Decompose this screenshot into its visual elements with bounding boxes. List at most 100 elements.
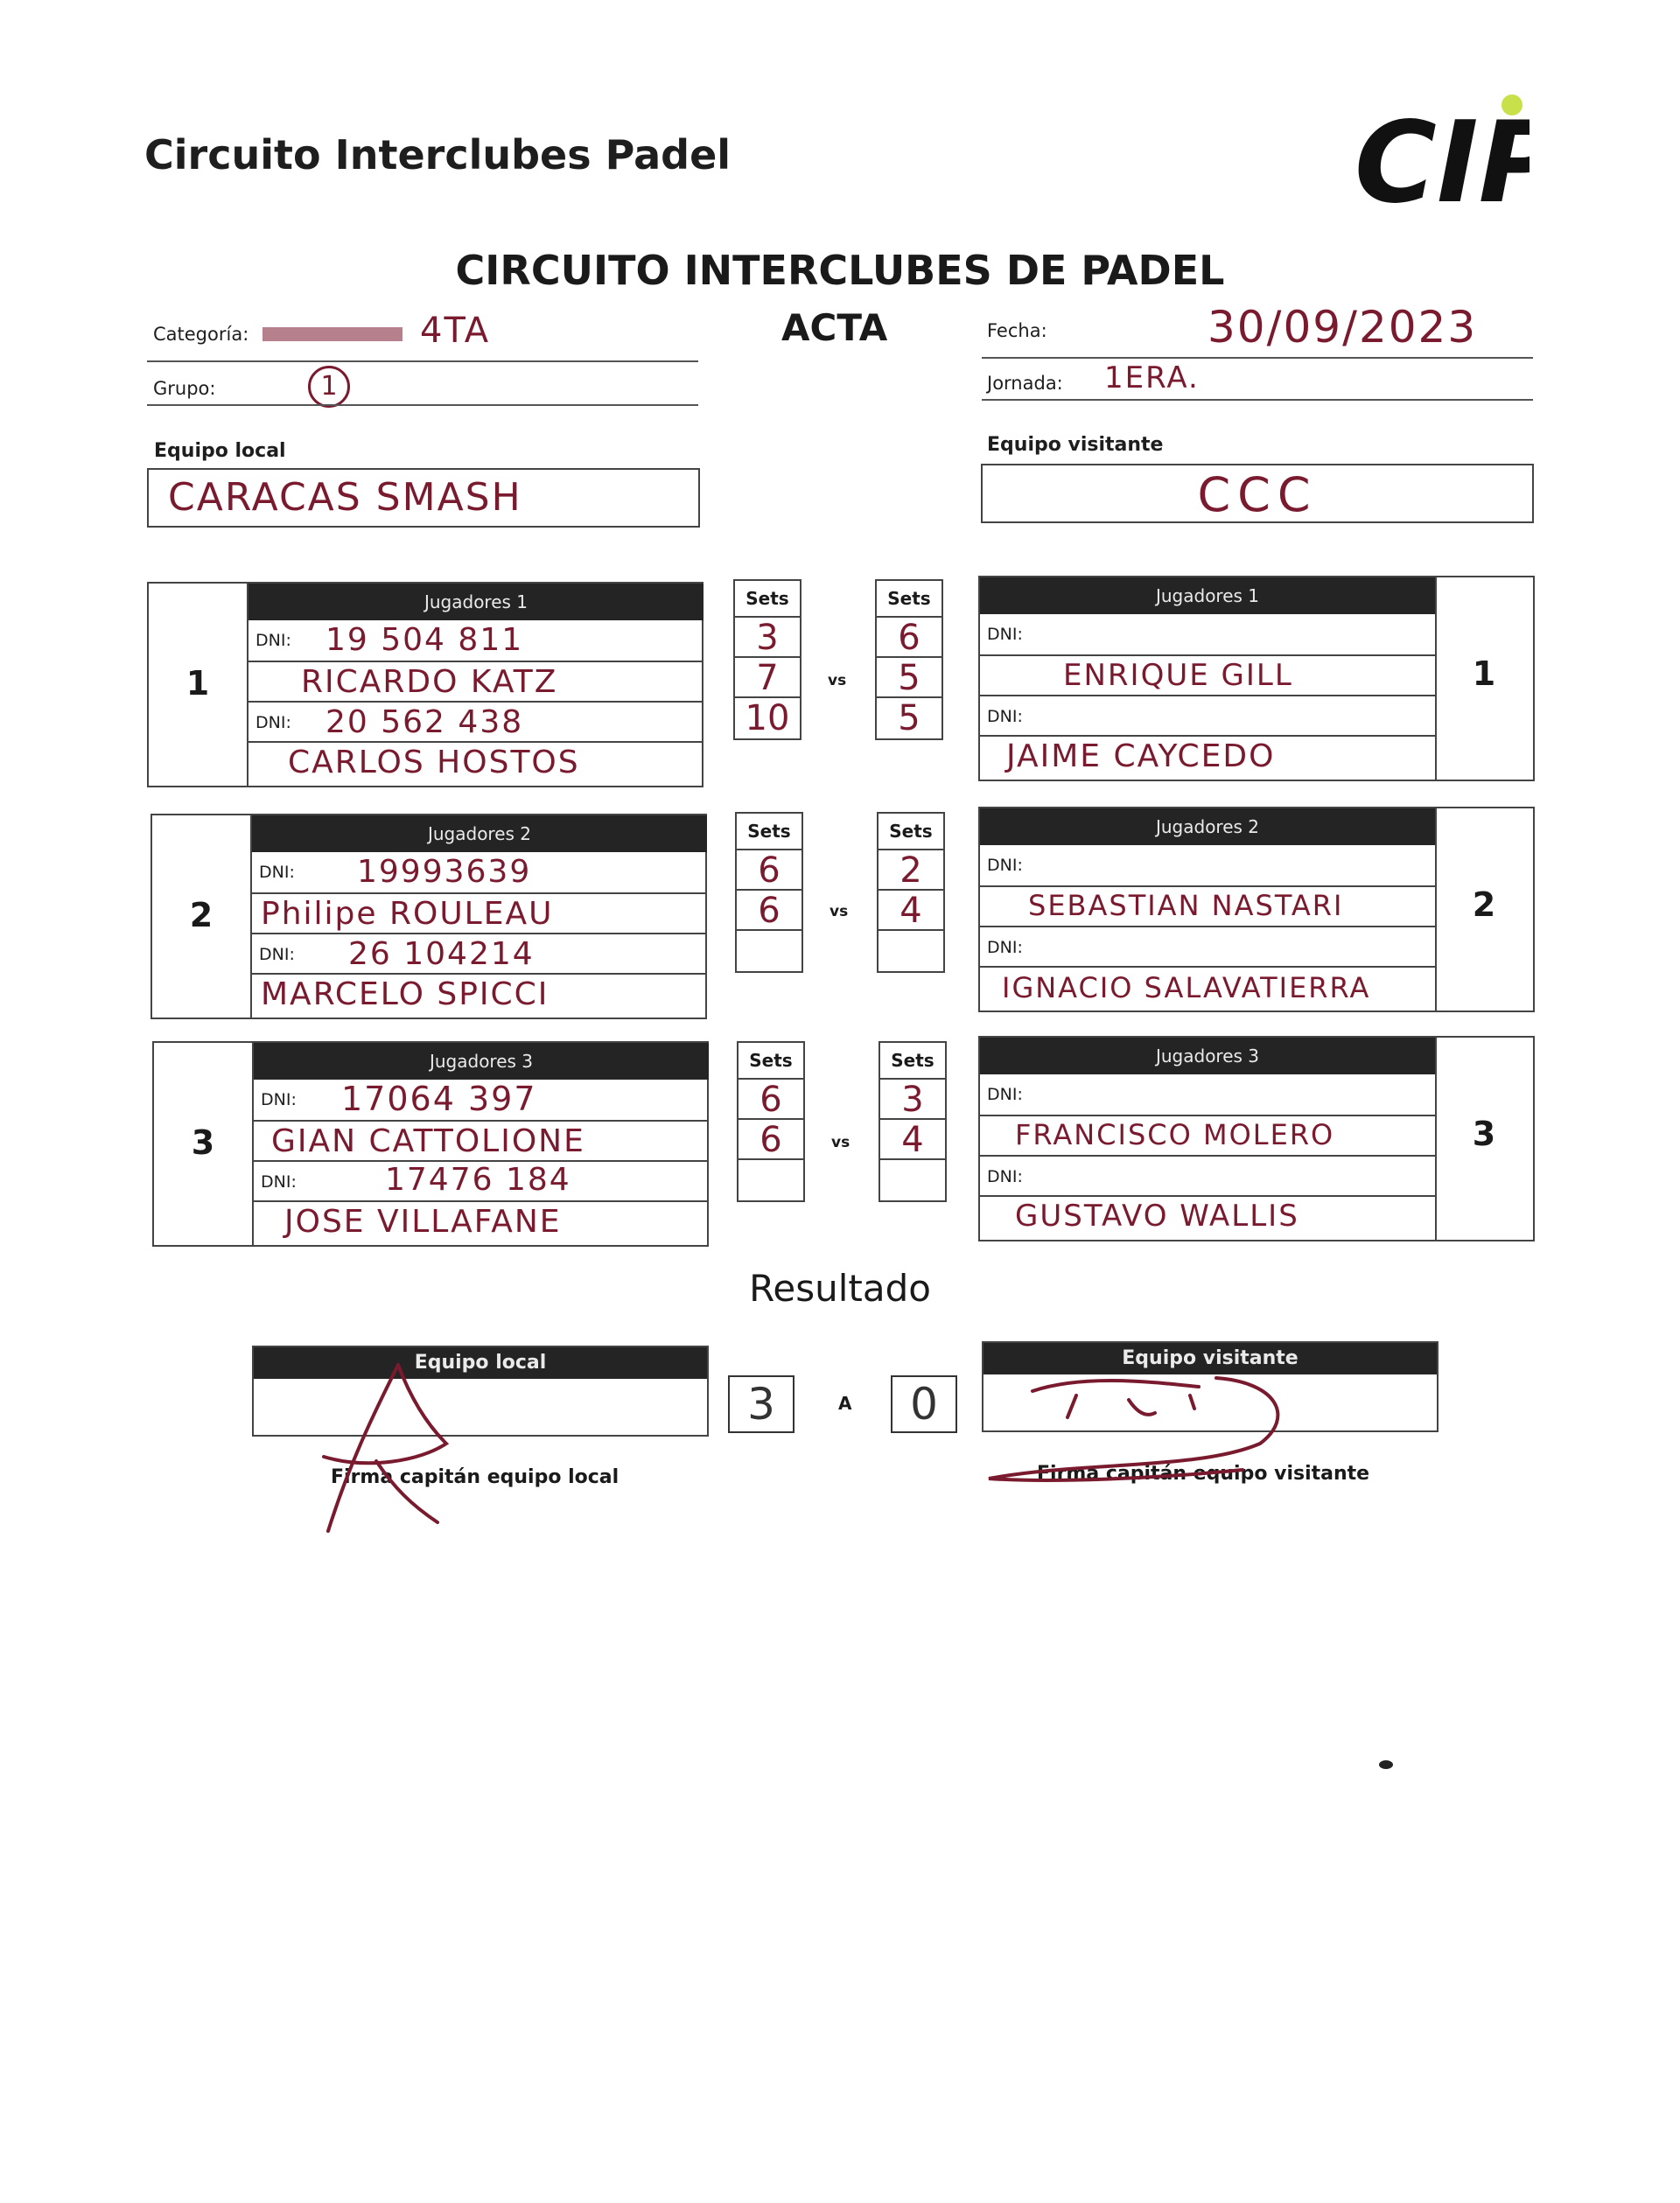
tennis-ball-icon <box>1502 94 1522 115</box>
score-visit: 0 <box>891 1375 957 1433</box>
dni-value: 19 504 811 <box>326 622 524 658</box>
dni-value: 17064 397 <box>341 1080 537 1118</box>
set-score: 6 <box>877 618 942 658</box>
set-score <box>880 1160 945 1200</box>
match-2-local-sets: Sets 6 6 <box>735 812 803 973</box>
set-score <box>878 931 943 971</box>
player-name: RICARDO KATZ <box>301 664 558 700</box>
player-name: ENRIQUE GILL <box>1063 658 1293 693</box>
vs-label: vs <box>831 1134 850 1151</box>
set-score: 3 <box>735 618 800 658</box>
match-3-visit-sets: Sets 3 4 <box>878 1041 947 1202</box>
player-name: CARLOS HOSTOS <box>288 745 580 780</box>
dni-label: DNI: <box>259 863 295 882</box>
grupo-line <box>147 404 698 406</box>
sets-header: Sets <box>738 1043 803 1080</box>
jornada-label: Jornada: <box>987 373 1063 394</box>
dni-value: 20 562 438 <box>326 704 524 740</box>
dni-label: DNI: <box>261 1172 297 1192</box>
dni-label: DNI: <box>987 1085 1023 1104</box>
set-score: 2 <box>878 850 943 891</box>
match-1-visit-sets: Sets 6 5 5 <box>875 579 943 740</box>
resultado-title: Resultado <box>749 1267 931 1310</box>
equipo-visitante-label: Equipo visitante <box>987 434 1164 456</box>
match-2-local-block: 2 Jugadores 2 DNI:19993639 Philipe ROULE… <box>150 814 707 1019</box>
dni-label: DNI: <box>261 1090 297 1109</box>
categoria-value: 4TA <box>420 311 491 351</box>
match-2-visit-sets: Sets 2 4 <box>877 812 945 973</box>
jornada-line <box>982 399 1533 401</box>
firma-visit-box: Equipo visitante <box>982 1341 1438 1432</box>
dni-label: DNI: <box>256 631 291 650</box>
categoria-line <box>147 360 698 362</box>
jornada-value: 1ERA. <box>1104 360 1200 395</box>
grupo-value: 1 <box>308 366 350 408</box>
match-2-visit-block: Jugadores 2 DNI: SEBASTIAN NASTARI DNI: … <box>978 807 1535 1012</box>
vs-label: vs <box>828 672 847 689</box>
dni-label: DNI: <box>987 625 1023 644</box>
document-subtitle: ACTA <box>781 306 888 349</box>
fecha-label: Fecha: <box>987 320 1047 341</box>
jugadores-header: Jugadores 3 <box>980 1038 1435 1074</box>
firma-visit-signature <box>988 1376 1280 1482</box>
player-name: MARCELO SPICCI <box>261 976 550 1012</box>
player-name: SEBASTIAN NASTARI <box>1028 889 1344 922</box>
set-score: 10 <box>745 698 790 738</box>
set-score: 3 <box>880 1080 945 1120</box>
match-number: 2 <box>1472 885 1496 924</box>
set-score: 5 <box>877 658 942 698</box>
brand-title: Circuito Interclubes Padel <box>144 131 732 178</box>
jugadores-header: Jugadores 1 <box>248 584 704 620</box>
sets-header: Sets <box>878 814 943 850</box>
firma-local-label: Firma capitán equipo local <box>331 1466 620 1488</box>
set-score <box>738 1160 803 1200</box>
match-1-local-block: 1 Jugadores 1 DNI: 19 504 811 RICARDO KAT… <box>147 582 704 787</box>
dni-label: DNI: <box>987 1167 1023 1186</box>
fecha-line <box>982 357 1533 359</box>
dni-label: DNI: <box>987 938 1023 957</box>
set-score: 6 <box>737 850 802 891</box>
match-number: 3 <box>1472 1115 1496 1153</box>
set-score: 4 <box>878 891 943 931</box>
dni-value: 26 104214 <box>348 936 535 972</box>
dni-label: DNI: <box>259 945 295 964</box>
sets-header: Sets <box>735 581 800 618</box>
set-score <box>737 931 802 971</box>
match-number: 3 <box>191 1123 215 1162</box>
dni-label: DNI: <box>256 713 291 732</box>
match-number: 2 <box>189 896 214 934</box>
jugadores-header: Jugadores 3 <box>254 1043 709 1080</box>
match-number: 1 <box>1472 654 1496 693</box>
set-score: 4 <box>880 1120 945 1160</box>
categoria-label: Categoría: <box>153 324 249 345</box>
sets-header: Sets <box>737 814 802 850</box>
dni-label: DNI: <box>987 856 1023 875</box>
player-name: FRANCISCO MOLERO <box>1015 1118 1335 1151</box>
set-score: 7 <box>735 658 800 698</box>
score-separator: A <box>838 1393 852 1414</box>
firma-local-box: Equipo local <box>252 1346 709 1437</box>
match-3-local-sets: Sets 6 6 <box>737 1041 805 1202</box>
equipo-visitante-box: CCC <box>981 464 1534 523</box>
score-local: 3 <box>728 1375 794 1433</box>
match-1-visit-block: Jugadores 1 DNI: ENRIQUE GILL DNI: JAIME… <box>978 576 1535 781</box>
equipo-local-header: Equipo local <box>254 1347 707 1379</box>
dni-value: 17476 184 <box>385 1162 571 1198</box>
match-3-visit-block: Jugadores 3 DNI: FRANCISCO MOLERO DNI: G… <box>978 1036 1535 1241</box>
sets-header: Sets <box>880 1043 945 1080</box>
set-score: 6 <box>738 1120 803 1160</box>
equipo-visitante-header: Equipo visitante <box>984 1343 1437 1374</box>
document-title: CIRCUITO INTERCLUBES DE PADEL <box>455 247 1225 294</box>
fecha-value: 30/09/2023 <box>1208 302 1478 353</box>
cip-logo: CIP <box>1354 79 1560 228</box>
set-score: 6 <box>738 1080 803 1120</box>
player-name: JOSE VILLAFANE <box>284 1204 562 1240</box>
firma-local-signature <box>322 1363 450 1533</box>
set-score: 6 <box>737 891 802 931</box>
match-number: 1 <box>186 664 210 703</box>
scribble-strike <box>262 327 402 341</box>
jugadores-header: Jugadores 1 <box>980 577 1435 614</box>
grupo-label: Grupo: <box>153 378 216 399</box>
jugadores-header: Jugadores 2 <box>980 808 1435 845</box>
jugadores-header: Jugadores 2 <box>252 815 707 852</box>
